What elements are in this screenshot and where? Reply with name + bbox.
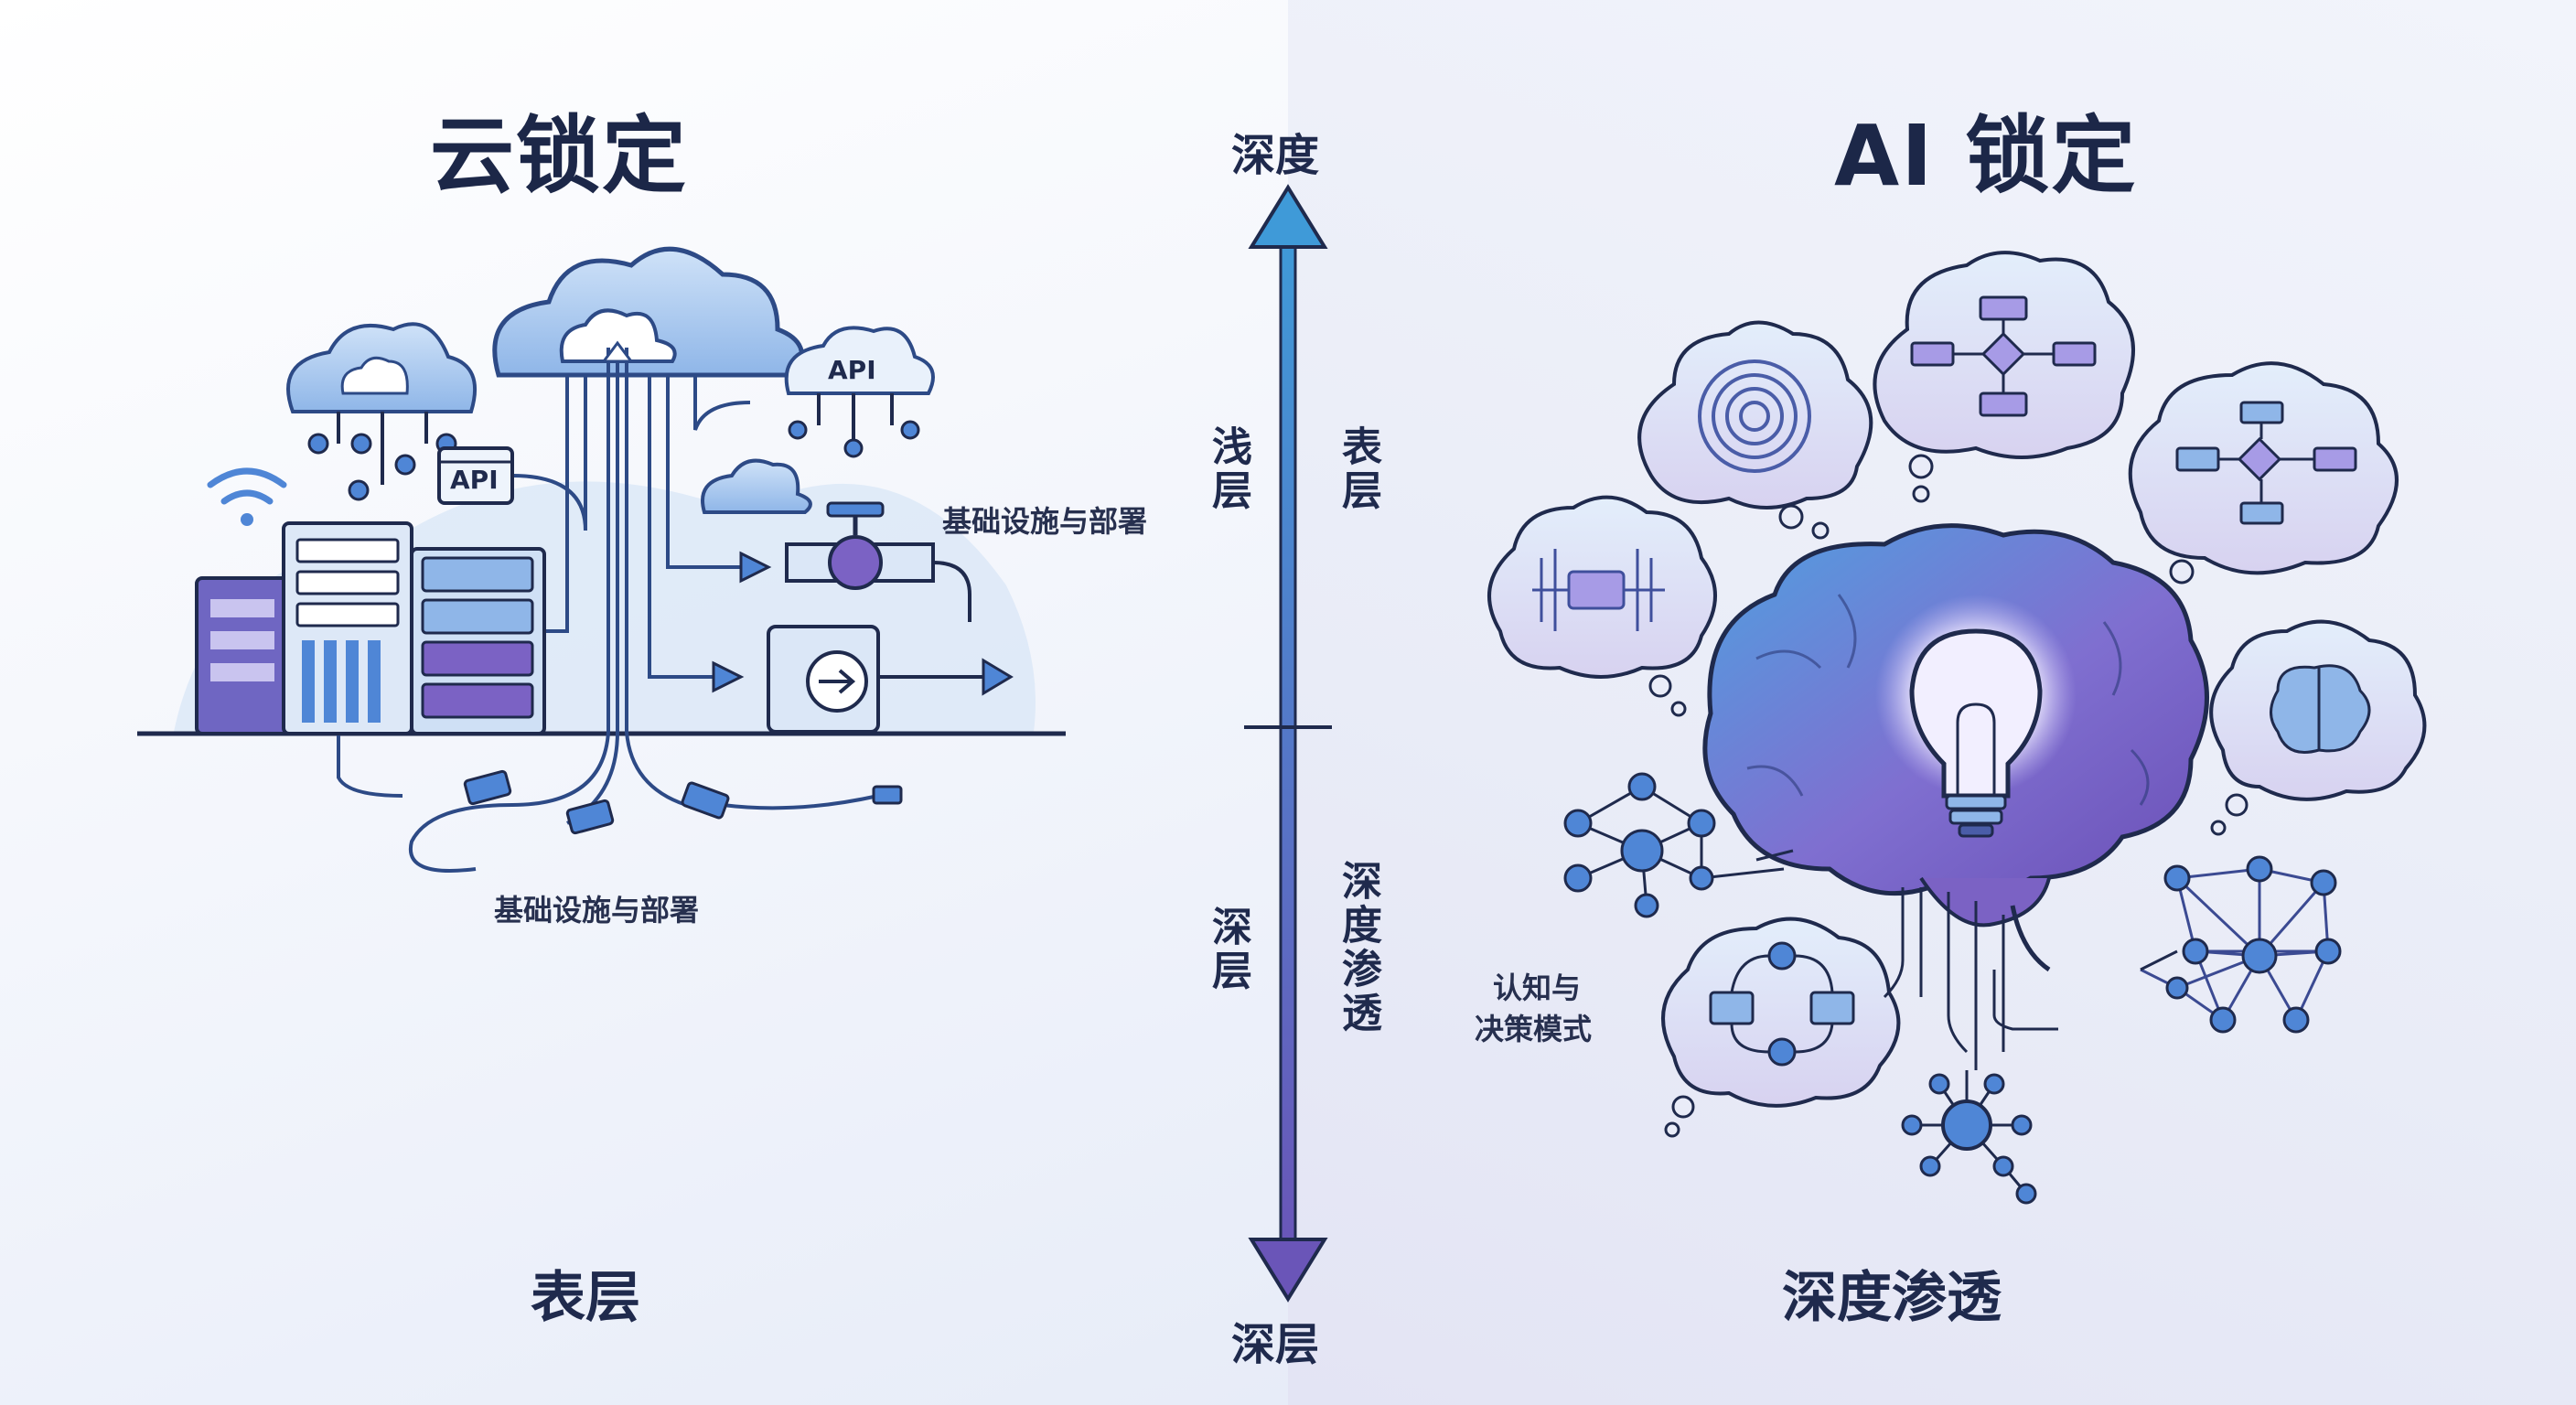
small-cloud-icon [703, 461, 810, 512]
axis-surface-layer-label: 表层 [1328, 425, 1387, 513]
axis-arrow-down [1251, 1239, 1325, 1299]
infrastructure-label-bottom: 基础设施与部署 [494, 887, 699, 929]
axis-shallow-layer-label: 浅层 [1198, 425, 1257, 513]
circuit-thought-bubble [1489, 498, 1715, 715]
axis-deep-penetration-label: 深度渗透 [1328, 860, 1387, 1035]
api-cloud-label: API [828, 355, 876, 385]
neural-hub-icon [1903, 1070, 2035, 1203]
cloud-infrastructure-illustration [137, 249, 1066, 871]
neural-network-icon-right [2141, 857, 2340, 1032]
cognition-label: 认知与 [1493, 965, 1581, 1007]
api-badge-label-left: API [450, 465, 499, 495]
server-rack-icon [197, 578, 288, 734]
process-diagram-thought-bubble [2131, 363, 2397, 602]
left-title: 云锁定 [430, 88, 688, 209]
ai-cognition-illustration [1489, 252, 2424, 1203]
right-bottom-label: 深度渗透 [1782, 1253, 2002, 1333]
server-tower-icon [284, 523, 412, 734]
axis-bottom-label: 深层 [1231, 1308, 1319, 1372]
api-cloud-icon [787, 327, 933, 456]
right-title: AI 锁定 [1834, 88, 2137, 209]
fingerprint-thought-bubble [1639, 323, 1871, 539]
cycle-thought-bubble [1663, 919, 1898, 1136]
decision-pattern-label: 决策模式 [1475, 1006, 1592, 1048]
axis-deep-layer-label: 深层 [1198, 906, 1257, 993]
depth-axis [1244, 188, 1332, 1299]
axis-arrow-up [1251, 188, 1325, 247]
brain-thought-bubble [2211, 622, 2424, 834]
left-bottom-label: 表层 [531, 1253, 640, 1333]
flowchart-thought-bubble [1874, 252, 2133, 501]
axis-top-label: 深度 [1231, 119, 1319, 183]
large-cloud-icon [495, 249, 802, 375]
wifi-icon [210, 471, 284, 526]
server-blade-stack-icon [412, 549, 544, 734]
infrastructure-label-top: 基础设施与部署 [942, 499, 1147, 541]
